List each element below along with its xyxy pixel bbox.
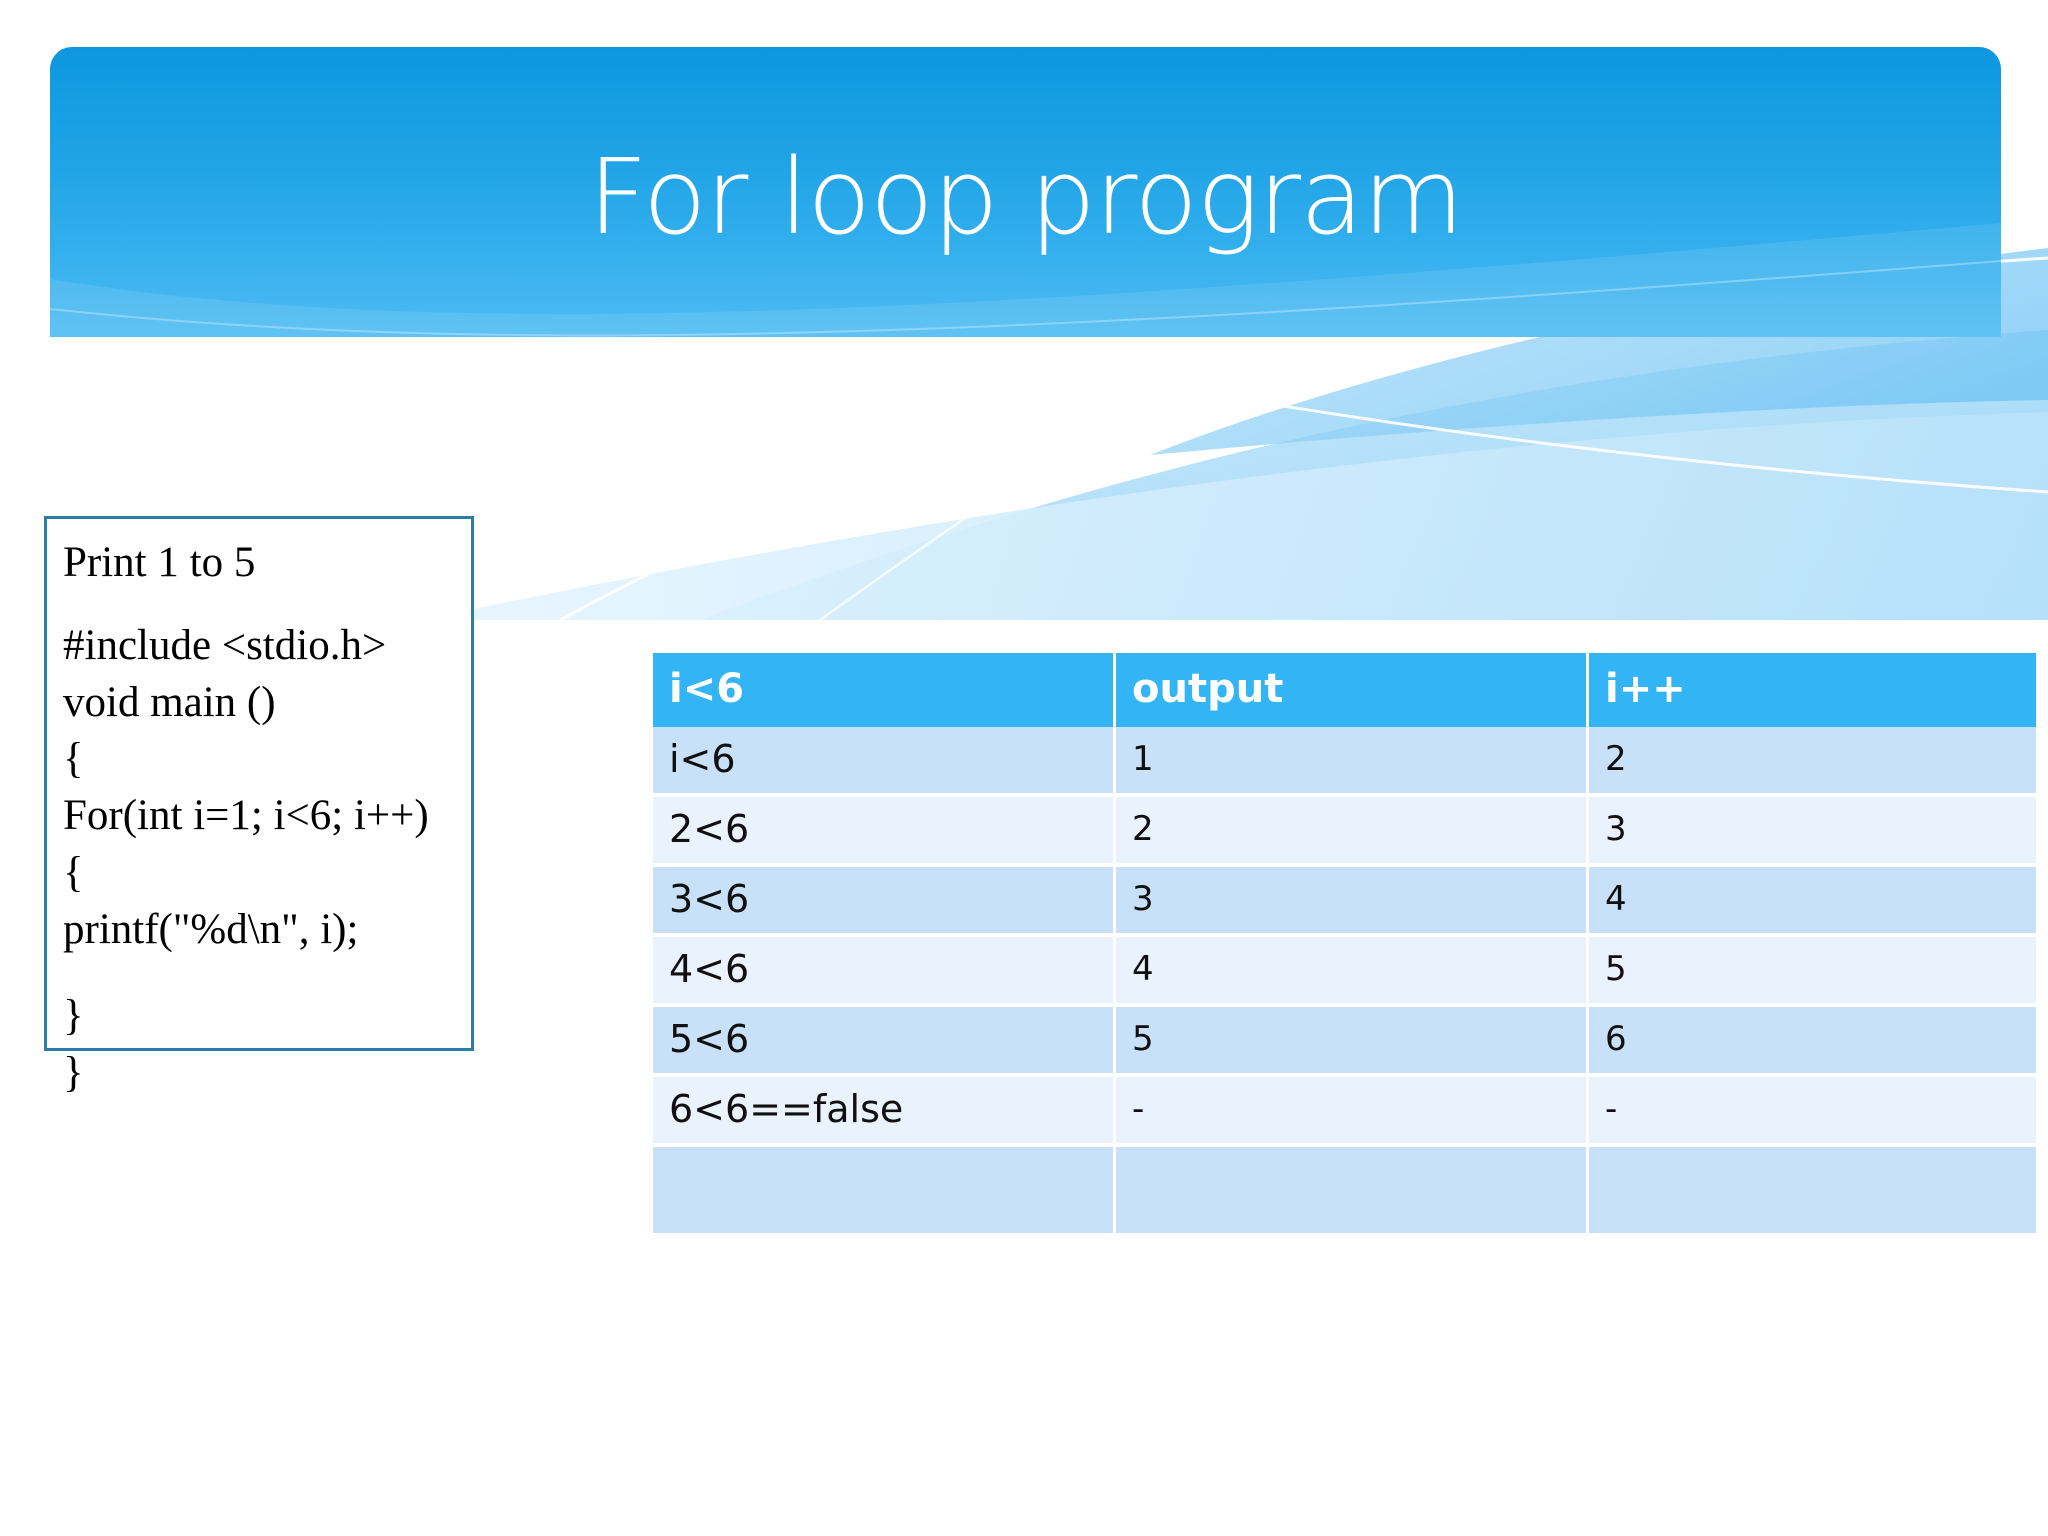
code-line-close-brace-outer: }	[63, 1049, 84, 1096]
page-title: For loop program	[587, 136, 1464, 258]
code-line-main: void main ()	[63, 678, 276, 726]
cell-increment: 5	[1589, 937, 2036, 1007]
code-line-title: Print 1 to 5	[63, 539, 256, 586]
loop-trace-table: i<6 output i++ i<6 1 2 2<6 2 3 3<6 3 4	[653, 653, 2036, 1233]
cell-condition	[653, 1147, 1116, 1233]
table-row	[653, 1147, 2036, 1233]
table-row: 3<6 3 4	[653, 867, 2036, 937]
cell-output: 3	[1116, 867, 1589, 937]
code-line-blank-2	[63, 958, 471, 988]
cell-output: 2	[1116, 797, 1589, 867]
column-header-output: output	[1116, 653, 1589, 727]
cell-increment: 6	[1589, 1007, 2036, 1077]
cell-condition: 4<6	[653, 937, 1116, 1007]
table-row: 6<6==false - -	[653, 1077, 2036, 1147]
table-header-row: i<6 output i++	[653, 653, 2036, 727]
cell-increment: 2	[1589, 727, 2036, 797]
title-banner: For loop program	[50, 47, 2001, 337]
cell-output: 4	[1116, 937, 1589, 1007]
cell-condition: i<6	[653, 727, 1116, 797]
cell-output	[1116, 1147, 1589, 1233]
code-line-open-brace-inner: {	[63, 848, 84, 896]
column-header-condition: i<6	[653, 653, 1116, 727]
banner-wave-overlay	[50, 223, 2001, 337]
cell-output: -	[1116, 1077, 1589, 1147]
cell-increment: -	[1589, 1077, 2036, 1147]
code-line-printf: printf("%d\n", i);	[63, 905, 359, 953]
cell-condition: 2<6	[653, 797, 1116, 867]
column-header-increment: i++	[1589, 653, 2036, 727]
cell-condition: 5<6	[653, 1007, 1116, 1077]
code-line-include: #include <stdio.h>	[63, 621, 387, 669]
cell-increment: 4	[1589, 867, 2036, 937]
cell-condition: 6<6==false	[653, 1077, 1116, 1147]
cell-increment: 3	[1589, 797, 2036, 867]
code-line-blank-1	[63, 592, 471, 618]
code-line-close-brace-inner: }	[63, 992, 84, 1040]
table-row: 4<6 4 5	[653, 937, 2036, 1007]
cell-output: 1	[1116, 727, 1589, 797]
table-row: i<6 1 2	[653, 727, 2036, 797]
table-row: 5<6 5 6	[653, 1007, 2036, 1077]
cell-increment	[1589, 1147, 2036, 1233]
code-line-for: For(int i=1; i<6; i++)	[63, 792, 429, 839]
code-text-box: Print 1 to 5 #include <stdio.h> void mai…	[44, 516, 474, 1096]
cell-output: 5	[1116, 1007, 1589, 1077]
cell-condition: 3<6	[653, 867, 1116, 937]
code-line-open-brace-outer: {	[63, 735, 84, 783]
table-row: 2<6 2 3	[653, 797, 2036, 867]
